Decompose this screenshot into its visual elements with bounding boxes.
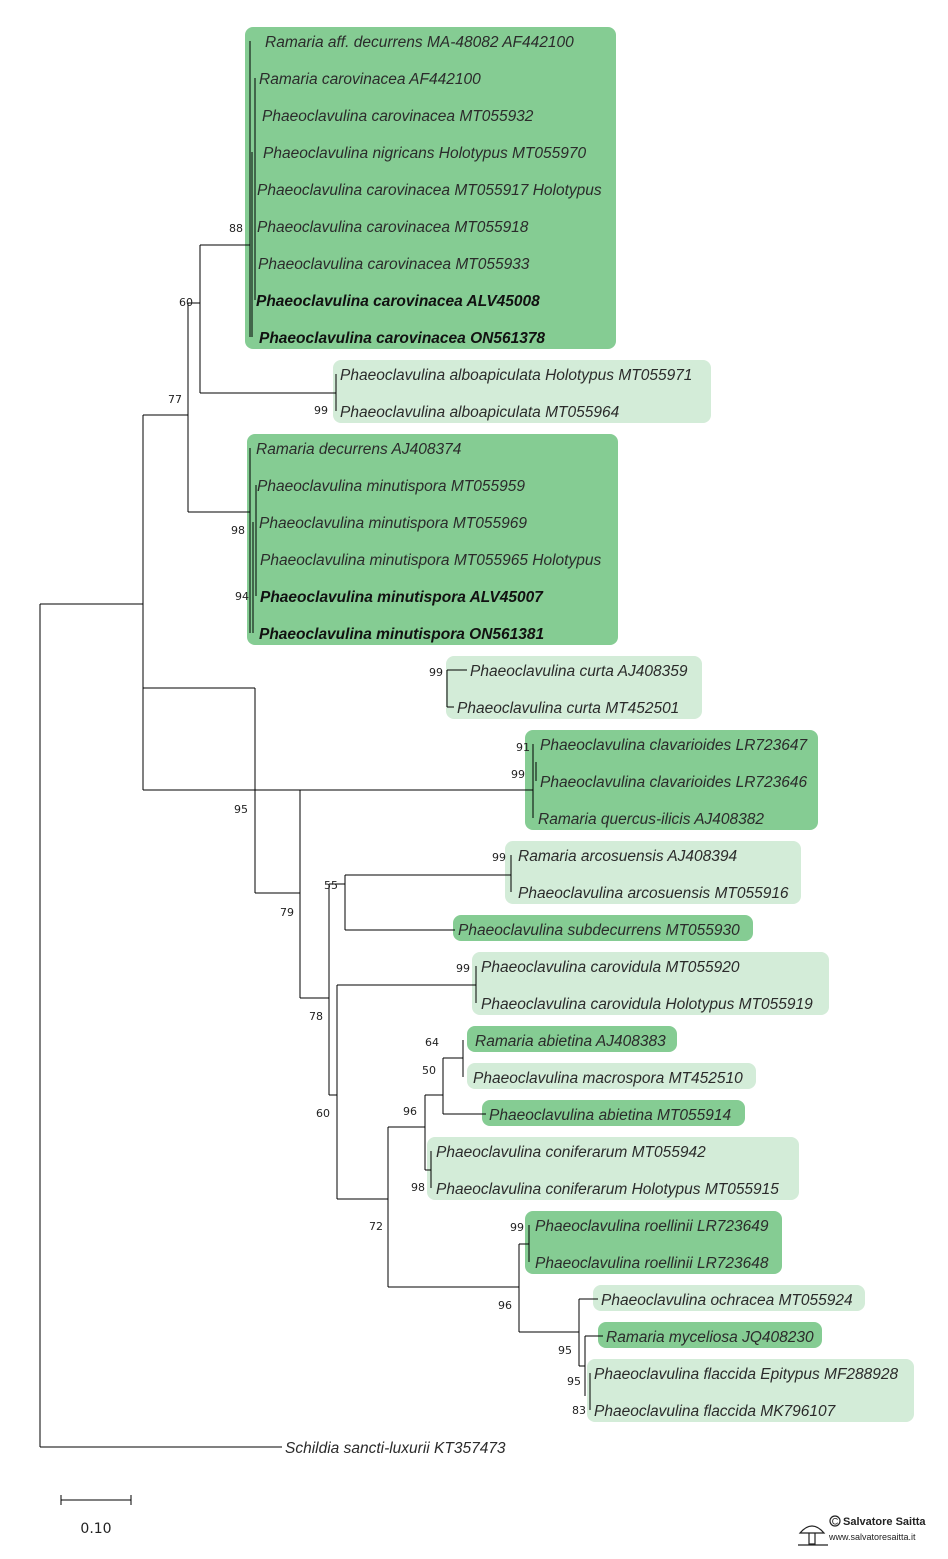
- clade-highlights: [245, 27, 914, 1422]
- clade-highlight: [598, 1322, 822, 1348]
- support-value: 60: [316, 1107, 330, 1120]
- taxon-label: Phaeoclavulina carovinacea MT055932: [262, 108, 534, 125]
- taxon-label: Phaeoclavulina roellinii LR723648: [535, 1255, 769, 1272]
- support-value: 96: [403, 1105, 417, 1118]
- taxon-label: Phaeoclavulina minutispora MT055959: [257, 478, 525, 495]
- support-value: 99: [511, 768, 525, 781]
- taxon-label: Phaeoclavulina carovinacea MT055917 Holo…: [257, 182, 602, 199]
- taxon-label: Ramaria abietina AJ408383: [475, 1033, 666, 1050]
- copyright-icon: [829, 1515, 841, 1527]
- clade-highlight: [245, 27, 616, 349]
- taxon-label: Phaeoclavulina nigricans Holotypus MT055…: [263, 145, 586, 162]
- taxon-label: Phaeoclavulina carovinacea ON561378: [259, 330, 545, 347]
- taxon-label: Phaeoclavulina clavarioides LR723647: [540, 737, 809, 754]
- support-value: 99: [314, 404, 328, 417]
- support-value: 96: [498, 1299, 512, 1312]
- taxon-label: Phaeoclavulina carovidula MT055920: [481, 959, 740, 976]
- clade-highlight: [427, 1137, 799, 1200]
- support-value: 50: [422, 1064, 436, 1077]
- support-value: 98: [231, 524, 245, 537]
- taxon-label: Ramaria carovinacea AF442100: [259, 71, 481, 88]
- support-value: 99: [456, 962, 470, 975]
- support-value: 95: [567, 1375, 581, 1388]
- support-value: 64: [425, 1036, 439, 1049]
- taxon-label: Schildia sancti-luxurii KT357473: [285, 1440, 506, 1457]
- clade-highlight: [472, 952, 829, 1015]
- taxon-label: Ramaria quercus-ilicis AJ408382: [538, 811, 764, 828]
- support-value: 72: [369, 1220, 383, 1233]
- taxon-label: Phaeoclavulina macrospora MT452510: [473, 1070, 743, 1087]
- taxon-label: Phaeoclavulina minutispora ON561381: [259, 626, 544, 643]
- scale-bar-label: 0.10: [80, 1521, 111, 1537]
- watermark-author: Salvatore Saitta: [843, 1516, 926, 1528]
- taxon-label: Phaeoclavulina minutispora ALV45007: [260, 589, 544, 606]
- clade-highlight: [467, 1026, 677, 1052]
- taxon-label: Phaeoclavulina coniferarum MT055942: [436, 1144, 706, 1161]
- mushroom-logo-icon: [798, 1525, 828, 1546]
- taxon-label: Phaeoclavulina abietina MT055914: [489, 1107, 732, 1124]
- clade-highlight: [482, 1100, 745, 1126]
- support-values: 88 60 77 99 98 94 99 91 99 99 55 95 79 99 78 64 50 96 60 98…: [168, 222, 586, 1417]
- taxon-label: Phaeoclavulina flaccida Epitypus MF28892…: [594, 1366, 899, 1383]
- tree-branches: [39, 41, 603, 1448]
- clade-highlight: [593, 1285, 865, 1311]
- taxon-label: Phaeoclavulina curta MT452501: [457, 700, 679, 717]
- taxon-label: Phaeoclavulina ochracea MT055924: [601, 1292, 853, 1309]
- support-value: 78: [309, 1010, 323, 1023]
- support-value: 98: [411, 1181, 425, 1194]
- copyright-symbol: C: [832, 1517, 839, 1527]
- taxon-label: Ramaria arcosuensis AJ408394: [518, 848, 738, 865]
- clade-highlight: [453, 915, 753, 941]
- taxon-label: Phaeoclavulina carovidula Holotypus MT05…: [481, 996, 813, 1013]
- watermark-site: www.salvatoresaitta.it: [828, 1532, 916, 1542]
- taxon-label: Phaeoclavulina carovinacea MT055933: [258, 256, 530, 273]
- clade-highlight: [446, 656, 702, 719]
- taxon-label: Phaeoclavulina subdecurrens MT055930: [458, 922, 740, 939]
- taxon-labels: Ramaria aff. decurrens MA-48082 AF442100…: [256, 34, 899, 1457]
- support-value: 55: [324, 879, 338, 892]
- support-value: 99: [510, 1221, 524, 1234]
- clade-highlight: [467, 1063, 756, 1089]
- taxon-label: Phaeoclavulina carovinacea MT055918: [257, 219, 529, 236]
- clade-highlight: [525, 730, 818, 830]
- support-value: 88: [229, 222, 243, 235]
- taxon-label: Phaeoclavulina clavarioides LR723646: [540, 774, 808, 791]
- clade-highlight: [505, 841, 801, 904]
- clade-highlight: [525, 1211, 782, 1274]
- taxon-label: Ramaria myceliosa JQ408230: [606, 1329, 814, 1346]
- taxon-label: Phaeoclavulina minutispora MT055969: [259, 515, 527, 532]
- clade-highlight: [333, 360, 711, 423]
- support-value: 83: [572, 1404, 586, 1417]
- support-value: 95: [234, 803, 248, 816]
- taxon-label: Phaeoclavulina coniferarum Holotypus MT0…: [436, 1181, 779, 1198]
- taxon-label: Ramaria aff. decurrens MA-48082 AF442100: [265, 34, 574, 51]
- clade-highlight: [587, 1359, 914, 1422]
- taxon-label: Phaeoclavulina roellinii LR723649: [535, 1218, 769, 1235]
- taxon-label: Phaeoclavulina flaccida MK796107: [594, 1403, 837, 1420]
- watermark: C Salvatore Saitta www.salvatoresaitta.i…: [798, 1515, 926, 1546]
- support-value: 77: [168, 393, 182, 406]
- taxon-label: Phaeoclavulina carovinacea ALV45008: [256, 293, 540, 310]
- scale-bar: [60, 1495, 132, 1505]
- support-value: 99: [429, 666, 443, 679]
- taxon-label: Phaeoclavulina curta AJ408359: [470, 663, 688, 680]
- taxon-label: Phaeoclavulina arcosuensis MT055916: [518, 885, 789, 902]
- taxon-label: Phaeoclavulina alboapiculata MT055964: [340, 404, 620, 421]
- support-value: 94: [235, 590, 249, 603]
- support-value: 79: [280, 906, 294, 919]
- taxon-label: Ramaria decurrens AJ408374: [256, 441, 462, 458]
- taxon-label: Phaeoclavulina alboapiculata Holotypus M…: [340, 367, 692, 384]
- support-value: 60: [179, 296, 193, 309]
- support-value: 95: [558, 1344, 572, 1357]
- support-value: 99: [492, 851, 506, 864]
- taxon-label: Phaeoclavulina minutispora MT055965 Holo…: [260, 552, 601, 569]
- support-value: 91: [516, 741, 530, 754]
- clade-highlight: [247, 434, 618, 645]
